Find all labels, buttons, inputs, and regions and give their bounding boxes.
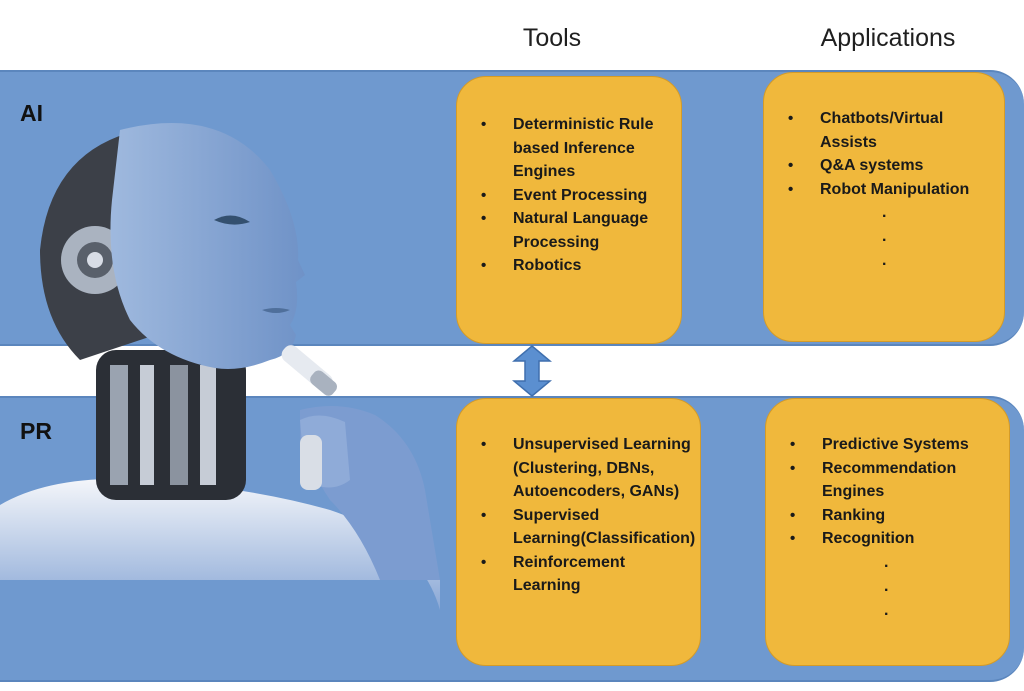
list-item: Robot Manipulation: [774, 178, 996, 202]
ai-applications-box: Chatbots/Virtual Assists Q&A systems Rob…: [763, 72, 1005, 342]
list-item: Supervised Learning(Classification): [467, 504, 695, 551]
list-item: Ranking: [776, 504, 1001, 528]
list-item: Q&A systems: [774, 154, 996, 178]
list-item: Robotics: [467, 254, 673, 278]
list-item: Chatbots/Virtual Assists: [774, 107, 996, 154]
continuation-dot: .: [882, 252, 887, 269]
double-arrow-icon: [512, 345, 552, 397]
pr-tools-box: Unsupervised Learning (Clustering, DBNs,…: [456, 398, 701, 666]
list-item: Deterministic Rule based Inference Engin…: [467, 113, 673, 184]
ai-label: AI: [20, 100, 43, 126]
pr-label: PR: [20, 418, 52, 444]
list-item: Recognition: [776, 527, 1001, 551]
robot-icon: [0, 123, 440, 610]
tools-header: Tools: [522, 24, 582, 52]
list-item: Recommendation Engines: [776, 457, 1001, 504]
list-item: Predictive Systems: [776, 433, 1001, 457]
continuation-dot: .: [884, 601, 889, 619]
pr-applications-box: Predictive Systems Recommendation Engine…: [765, 398, 1010, 666]
list-item: Unsupervised Learning (Clustering, DBNs,…: [467, 433, 694, 504]
list-item: Natural Language Processing: [467, 207, 673, 254]
continuation-dot: .: [882, 228, 887, 245]
continuation-dot: .: [884, 577, 889, 595]
list-item: Reinforcement Learning: [467, 551, 694, 598]
applications-header: Applications: [820, 24, 956, 52]
list-item: Event Processing: [467, 184, 673, 208]
continuation-dot: .: [884, 553, 889, 571]
continuation-dot: .: [882, 204, 887, 221]
ai-tools-box: Deterministic Rule based Inference Engin…: [456, 76, 682, 344]
